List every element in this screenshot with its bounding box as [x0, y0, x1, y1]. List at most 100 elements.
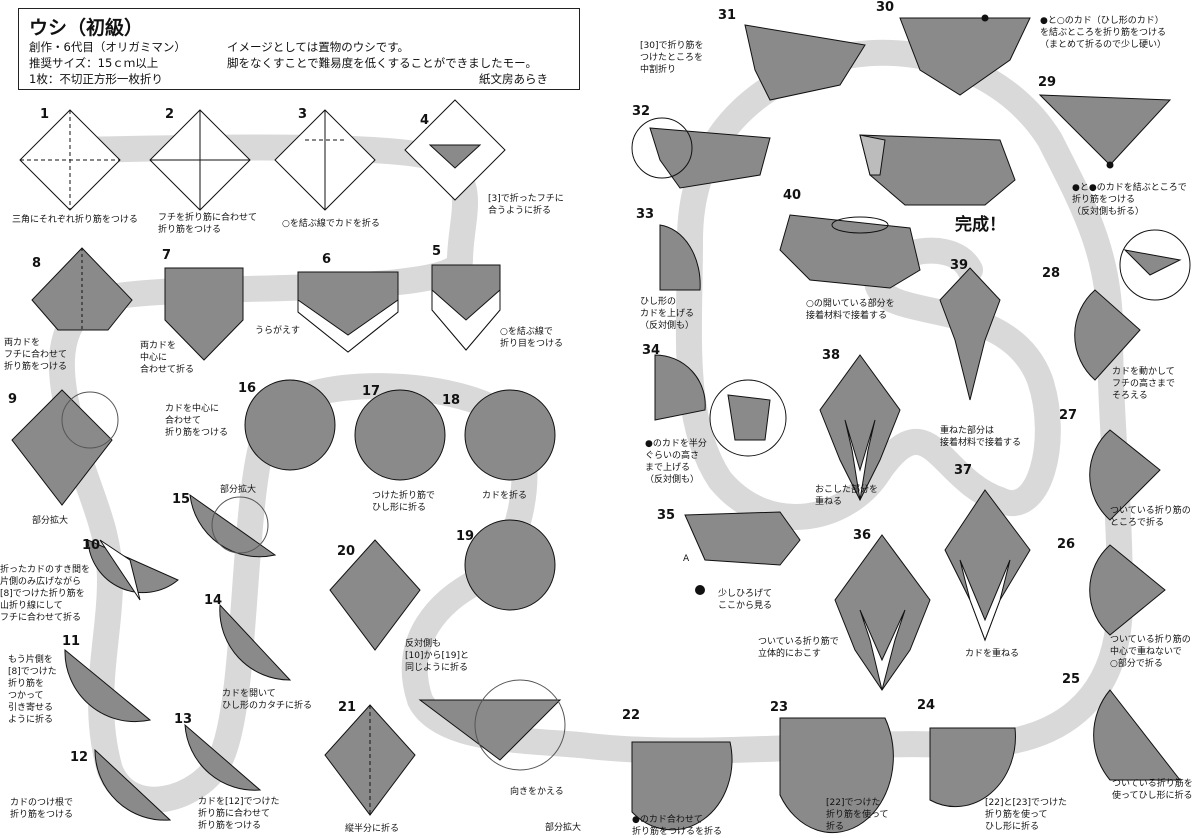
author: 創作・6代目（オリガミマン）: [29, 40, 186, 54]
step-caption-14: カドを開いて ひし形のカタチに折る: [222, 689, 313, 711]
step29-figure: [1038, 94, 1172, 169]
step-caption-17: つけた折り筋で ひし形に折る: [372, 491, 436, 513]
header-box: ウシ（初級） 創作・6代目（オリガミマン） 推奨サイズ：15ｃｍ以上 1枚：不切…: [18, 8, 580, 90]
step-number-30: 30: [876, 0, 895, 15]
step1-figure: [19, 109, 121, 211]
step24-figure: [929, 727, 1016, 808]
step-number-21: 21: [338, 700, 357, 715]
step-caption-36: ついている折り筋で 立体的におこす: [758, 637, 839, 659]
step27-figure: [1089, 429, 1161, 521]
step15-figure: [189, 493, 277, 558]
step-number-17: 17: [362, 384, 381, 399]
step8-figure: [31, 247, 133, 331]
step-caption-19: 反対側も [10]から[19]と 同じように折る: [405, 639, 469, 673]
step37-figure: [944, 489, 1031, 642]
step-number-34: 34: [642, 343, 661, 358]
step-caption-22: ●のカド合わせて 折り筋をつけるを折る: [632, 815, 723, 837]
step26-figure: [1089, 544, 1166, 636]
step23-figure: [779, 717, 894, 834]
comment-2: 脚をなくすことで難易度を低くすることができましたモー。: [227, 56, 538, 70]
step-number-10: 10: [82, 538, 101, 553]
step-number-22: 22: [622, 708, 641, 723]
step31-figure: [744, 24, 866, 101]
rotate-label: 向きをかえる: [510, 787, 564, 797]
step-number-19: 19: [456, 529, 475, 544]
comment-1: イメージとしては置物のウシです。: [227, 40, 410, 54]
step-number-8: 8: [32, 256, 42, 271]
step19-figure: [464, 519, 556, 611]
step-caption-31: [30]で折り筋を つけたところを 中割折り: [640, 41, 704, 75]
step-number-39: 39: [950, 258, 969, 273]
step-caption-15: 部分拡大: [220, 485, 257, 495]
step11-figure: [64, 648, 152, 723]
step-caption-10: 折ったカドのすき間を 片側のみ広げながら [8]でつけた折り筋を 山折り線にして…: [0, 565, 91, 623]
step32-figure: [631, 117, 771, 189]
step6-figure: [297, 271, 399, 353]
step-number-2: 2: [165, 107, 175, 122]
step-number-6: 6: [322, 252, 332, 267]
step-caption-11: もう片側を [8]でつけた 折り筋を つかって 引き寄せる ように折る: [8, 655, 57, 725]
step-caption-6: うらがえす: [255, 326, 301, 336]
step-number-25: 25: [1062, 672, 1081, 687]
step-number-3: 3: [298, 107, 308, 122]
step-number-1: 1: [40, 107, 50, 122]
step-caption-4: [3]で折ったフチに 合うように折る: [488, 194, 564, 216]
step-number-40: 40: [783, 188, 802, 203]
step16-figure: [244, 379, 336, 471]
step-number-13: 13: [174, 712, 193, 727]
step-number-20: 20: [337, 544, 356, 559]
step-number-9: 9: [8, 392, 18, 407]
step-number-15: 15: [172, 492, 191, 507]
step-caption-12: カドのつけ根で 折り筋をつける: [10, 798, 74, 820]
step10-figure: [87, 539, 179, 601]
step-number-5: 5: [432, 244, 442, 259]
step18-figure: [464, 389, 556, 481]
step-number-14: 14: [204, 593, 223, 608]
step-caption-33: ひし形の カドを上げる （反対側も）: [640, 297, 695, 331]
step-caption-39: 重ねた部分は 接着材料で接着する: [940, 426, 1022, 448]
step-caption-24: [22]と[23]でつけた 折り筋を使って ひし形に折る: [985, 798, 1067, 832]
step-caption-28: カドを動かして フチの高さまで そろえる: [1112, 367, 1176, 401]
step-number-36: 36: [853, 528, 872, 543]
step-caption-3: ○を結ぶ線でカドを折る: [282, 219, 380, 229]
step38-figure: [819, 354, 901, 502]
step13-figure: [184, 723, 262, 791]
zoom-label-2: 部分拡大: [545, 823, 582, 833]
step14-figure: [219, 603, 292, 681]
step-caption-38: おこした部分を 重ねる: [815, 485, 879, 507]
step39-figure: [939, 267, 1001, 401]
step-number-37: 37: [954, 463, 973, 478]
view-a-label: A: [683, 554, 690, 564]
step-number-31: 31: [718, 8, 737, 23]
step5-figure: [431, 264, 501, 351]
step30-figure: [899, 14, 1031, 96]
step-caption-37: カドを重ねる: [965, 649, 1020, 659]
step34-figure: [654, 354, 787, 457]
complete-label: 完成！: [955, 215, 1006, 235]
step20-figure: [329, 539, 421, 651]
step-caption-2: フチを折り筋に合わせて 折り筋をつける: [158, 213, 258, 235]
step36-figure: [834, 534, 931, 691]
step-number-28: 28: [1042, 266, 1061, 281]
step-number-11: 11: [62, 634, 81, 649]
step-caption-18: カドを折る: [482, 491, 528, 501]
step7-figure: [164, 267, 244, 361]
step-caption-7: 両カドを 中心に 合わせて折る: [140, 341, 195, 375]
step-caption-13: カドを[12]でつけた 折り筋に合わせて 折り筋をつける: [198, 797, 280, 831]
step-caption-23: [22]でつけた 折り筋を使って 折る: [826, 798, 889, 832]
step-number-29: 29: [1038, 75, 1057, 90]
step-caption-9: 部分拡大: [32, 516, 69, 526]
step2-figure: [149, 109, 251, 211]
step12-figure: [94, 748, 172, 821]
step-number-35: 35: [657, 508, 676, 523]
step-number-7: 7: [162, 248, 172, 263]
step-number-18: 18: [442, 393, 461, 408]
step-caption-1: 三角にそれぞれ折り筋をつける: [12, 215, 138, 225]
step22-figure: [631, 741, 733, 831]
step-number-32: 32: [632, 104, 651, 119]
step33-figure: [659, 224, 701, 291]
step-caption-16: カドを中心に 合わせて 折り筋をつける: [165, 404, 229, 438]
step-number-12: 12: [70, 750, 89, 765]
